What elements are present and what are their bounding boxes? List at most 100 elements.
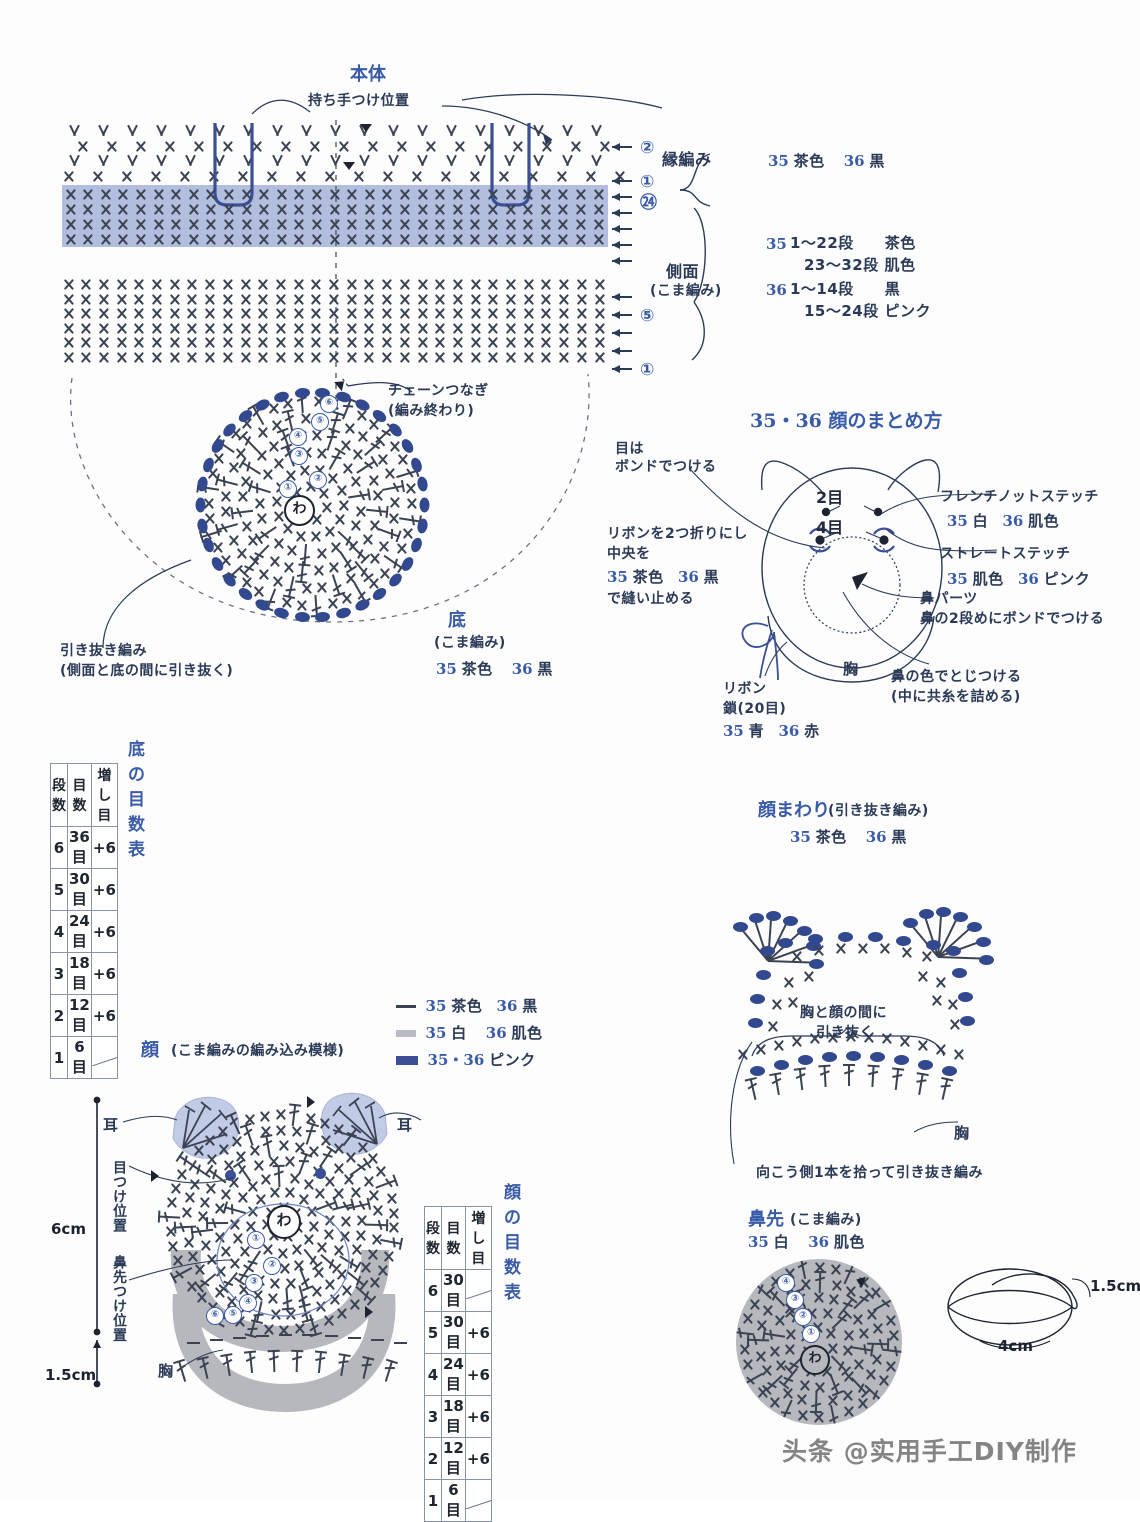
stitch-symbol (346, 218, 359, 231)
face-r0c2-empty (464, 1269, 492, 1312)
stitch-symbol (741, 1358, 754, 1371)
chain-symbol (353, 597, 372, 614)
stitch-symbol (558, 293, 571, 306)
stitch-symbol (80, 307, 93, 320)
stitch-symbol (363, 293, 376, 306)
stitch-symbol (434, 307, 447, 320)
stitch-symbol (884, 1360, 897, 1373)
straight-stitch-pointer (886, 529, 998, 552)
base-row-6: ⑥ (320, 395, 338, 413)
stitch-symbol (187, 203, 200, 216)
row-direction-arrow (612, 256, 632, 265)
surround-chest-label: 胸 (954, 1124, 970, 1142)
table-header-row: 段数 目数 増し目 (424, 1206, 492, 1270)
stitch-symbol (219, 505, 232, 518)
chest-dc-field (173, 1328, 407, 1398)
chain-join-sublabel: (編み終わり) (388, 403, 475, 419)
stitch-symbol (344, 1151, 357, 1164)
stitch-symbol (522, 336, 535, 349)
stitch-symbol-dc (338, 551, 357, 574)
stitch-symbol (434, 278, 447, 291)
stitch-symbol (345, 336, 358, 349)
stitch-symbol (97, 307, 110, 320)
stitch-symbol (312, 564, 325, 577)
stitch-symbol (97, 293, 110, 306)
stitch-symbol (363, 188, 376, 201)
stitch-symbol (168, 336, 181, 349)
stitch-symbol-dc (243, 1350, 257, 1374)
stitch-symbol-dc (867, 1064, 880, 1088)
stitch-symbol (315, 547, 328, 560)
stitch-symbol (396, 453, 409, 466)
face-chest-label: 胸 (158, 1362, 174, 1380)
stitch-symbol (345, 278, 358, 291)
stitch-symbol (310, 278, 323, 291)
face-r5c0: 1 (424, 1479, 442, 1522)
chain-symbol (778, 938, 793, 948)
stitch-symbol (284, 1186, 297, 1199)
stitch-symbol (182, 1236, 195, 1249)
stitch-symbol (738, 1343, 751, 1356)
stitch-symbol (784, 1343, 797, 1356)
stitch-symbol-dc (843, 1261, 860, 1285)
stitch-symbol (593, 278, 606, 291)
stitch-symbol (382, 1250, 395, 1263)
stitch-symbol (221, 293, 234, 306)
stitch-symbol (310, 336, 323, 349)
stitch-symbol (505, 351, 518, 364)
stitch-symbol (168, 307, 181, 320)
legend-2-a-color: ピンク (489, 1051, 536, 1069)
stitch-symbol (253, 1159, 266, 1172)
face-row-4: ④ (239, 1294, 257, 1312)
base-chain-pointer (341, 377, 413, 393)
base-r3c2: +6 (90, 952, 118, 995)
base-r1c0: 5 (50, 868, 68, 911)
stitch-symbol (292, 278, 305, 291)
stitch-symbol (134, 188, 147, 201)
stitch-symbol (248, 1144, 261, 1157)
stitch-symbol (187, 233, 200, 246)
stitch-symbol (575, 322, 588, 335)
base-color-note: 35 茶色 36 黒 (436, 658, 553, 679)
face-assembly-section: 35・36 顔のまとめ方 目は ボンドでつける 2目 4目 フレンチノットステッ… (595, 398, 1140, 740)
lower-body-stitch-field (60, 278, 610, 364)
stitch-symbol (451, 351, 464, 364)
stitch-symbol (168, 322, 181, 335)
stitch-symbol (186, 293, 199, 306)
stitch-symbol (283, 1155, 296, 1168)
ribbon-note-line1: リボンを2つ折りにし (607, 526, 748, 542)
stitch-symbol (310, 322, 323, 335)
stitch-symbol (196, 1210, 209, 1223)
ribbon-label-line1: リボン (723, 681, 767, 697)
stitch-symbol-dc (305, 1121, 320, 1146)
stitch-symbol (416, 203, 429, 216)
face-surround-b-color: 黒 (891, 828, 907, 846)
stitch-symbol (240, 475, 253, 488)
stitch-symbol (388, 1221, 401, 1234)
chain-symbol (926, 940, 941, 950)
stitch-symbol (267, 440, 280, 453)
french-knot-colors: 35 白 36 肌色 (947, 510, 1059, 531)
stitch-symbol (64, 188, 77, 201)
stitch-symbol (342, 1173, 355, 1186)
stitch-symbol (275, 203, 288, 216)
stitch-symbol (354, 505, 367, 518)
stitch-symbol (221, 322, 234, 335)
surround-note-line1: 胸と顔の間に (800, 1005, 887, 1021)
stitch-symbol-dc (267, 1349, 280, 1373)
face-r1c1: 30目 (441, 1311, 466, 1354)
side-row-marker-1: ① (640, 360, 655, 380)
chain-symbol (942, 1066, 957, 1076)
stitch-symbol (187, 188, 200, 201)
stitch-symbol (574, 218, 587, 231)
stitch-symbol (99, 188, 112, 201)
base-r3c0: 3 (50, 952, 68, 995)
stitch-symbol (522, 278, 535, 291)
face-r3c2: +6 (464, 1395, 492, 1438)
stitch-symbol (151, 293, 164, 306)
chain-symbol (750, 1066, 765, 1076)
stitch-symbol (842, 1329, 855, 1342)
stitch-symbol (827, 1394, 840, 1407)
stitch-symbol-dc (736, 1328, 755, 1339)
